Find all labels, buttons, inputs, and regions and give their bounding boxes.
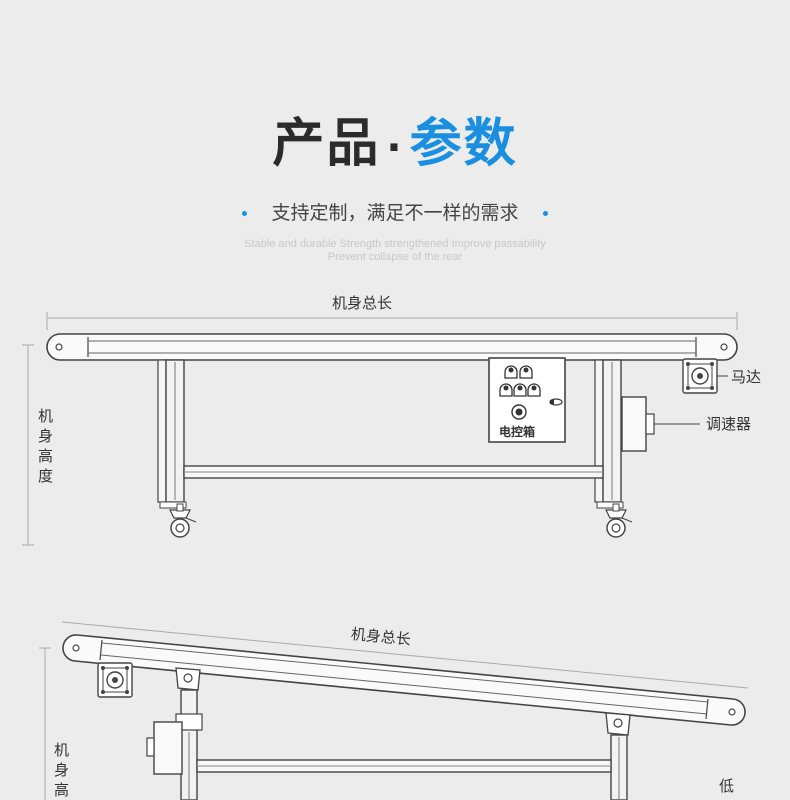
speed-controller xyxy=(621,396,700,452)
speed-controller-2 xyxy=(146,721,183,775)
motor-icon xyxy=(97,662,133,698)
cross-beam-2 xyxy=(196,759,612,773)
body-length-label: 机身总长 xyxy=(332,294,393,312)
caster-wheel-icon xyxy=(169,503,197,538)
title-part2: 参数 xyxy=(409,114,518,174)
control-box-label: 电控箱 xyxy=(499,425,536,439)
length-dimension-line xyxy=(46,312,738,330)
title-part1: 产品 xyxy=(272,114,381,174)
english-tagline-2: Prevent collapse of the rear xyxy=(327,251,463,263)
english-tagline-1: Stable and durable Strength strengthened… xyxy=(244,238,546,250)
right-leg xyxy=(594,359,624,509)
control-box xyxy=(488,357,566,443)
left-bracket xyxy=(175,667,201,691)
bullet-dot-icon xyxy=(542,211,548,216)
motor-icon xyxy=(682,358,718,394)
caster-wheel-icon xyxy=(605,503,633,538)
conveyor-belt-frame xyxy=(46,333,738,361)
right-bracket xyxy=(605,712,631,736)
cross-beam xyxy=(183,465,604,479)
low-end-label: 低 xyxy=(719,777,735,795)
left-leg xyxy=(157,359,187,509)
page-title: 产品·参数 xyxy=(0,108,790,184)
body-height-label: 机 身 高 度 xyxy=(38,407,54,485)
length-dimension-line-2 xyxy=(61,621,749,689)
subtitle-text: 支持定制，满足不一样的需求 xyxy=(271,202,519,224)
body-height-label-2: 机 身 高 xyxy=(54,741,70,799)
motor-label: 马达 xyxy=(731,368,762,386)
bullet-dot-icon xyxy=(242,211,248,216)
speed-controller-label: 调速器 xyxy=(706,415,752,433)
subtitle: 支持定制，满足不一样的需求 xyxy=(0,198,790,225)
height-dimension-line-2 xyxy=(39,647,51,800)
inclined-belt-frame xyxy=(62,634,746,726)
right-leg-2 xyxy=(610,734,628,800)
title-separator: · xyxy=(386,125,404,171)
height-dimension-line xyxy=(22,344,34,546)
